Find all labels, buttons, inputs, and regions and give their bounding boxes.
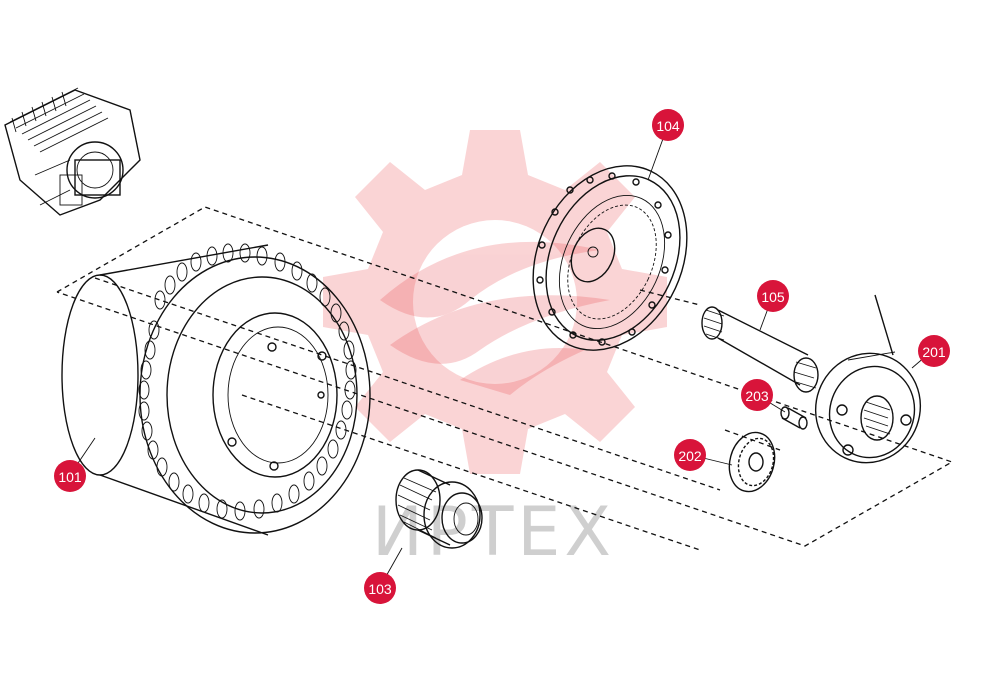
housing-threaded-holes xyxy=(227,342,327,471)
part-202-planet-gear xyxy=(728,431,776,493)
callout-103: 103 xyxy=(364,572,396,604)
callout-104-label: 104 xyxy=(656,118,680,134)
housing-bolt-holes xyxy=(138,243,357,521)
callout-105-label: 105 xyxy=(761,289,785,305)
callout-104-badge xyxy=(652,109,684,141)
callout-202-label: 202 xyxy=(678,448,702,464)
part-201-planet-carrier xyxy=(814,294,922,464)
part-101-housing xyxy=(61,243,371,536)
callout-103-badge xyxy=(364,572,396,604)
callout-105-badge xyxy=(757,280,789,312)
watermark-gear-center xyxy=(413,220,577,384)
callout-201-badge xyxy=(918,335,950,367)
callout-201: 201 xyxy=(918,335,950,367)
part-103-splined-hub xyxy=(395,469,483,549)
callout-101-label: 101 xyxy=(58,469,82,485)
part-105-pinion-shaft xyxy=(701,306,819,393)
callout-203-label: 203 xyxy=(745,388,769,404)
callout-103-label: 103 xyxy=(368,581,392,597)
callout-202-badge xyxy=(674,439,706,471)
watermark-text: ИРТЕХ xyxy=(372,493,615,572)
part-203-planet-pin xyxy=(780,406,808,430)
callout-105: 105 xyxy=(757,280,789,312)
callout-104: 104 xyxy=(652,109,684,141)
machine-thumbnail xyxy=(4,87,141,216)
callout-101: 101 xyxy=(54,460,86,492)
callout-201-label: 201 xyxy=(922,344,946,360)
callout-101-badge xyxy=(54,460,86,492)
part-104-ring-gear xyxy=(532,165,688,351)
callout-202: 202 xyxy=(674,439,706,471)
callout-203-badge xyxy=(741,379,773,411)
callout-203: 203 xyxy=(741,379,773,411)
ring-gear-bolt-holes xyxy=(536,172,672,346)
